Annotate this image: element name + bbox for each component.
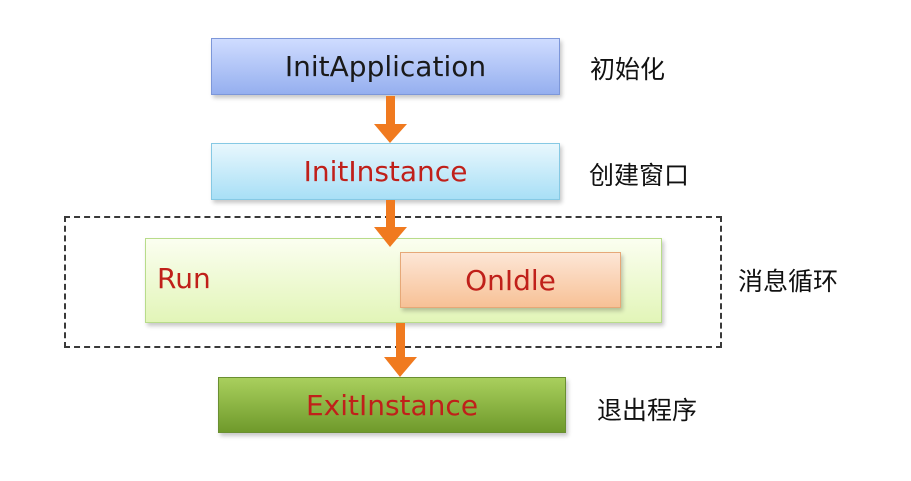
onidle-label: OnIdle [465, 263, 556, 297]
run-label: Run [157, 262, 211, 295]
note-initialize: 初始化 [590, 55, 666, 84]
note-create-window: 创建窗口 [589, 161, 690, 190]
init-application-label: InitApplication [284, 50, 487, 83]
exit-instance-label: ExitInstance [305, 388, 479, 422]
init-application-box: InitApplication [211, 38, 560, 95]
arrow-initinstance-to-run [374, 200, 407, 247]
init-instance-box: InitInstance [211, 143, 560, 200]
exit-instance-box: ExitInstance [218, 377, 566, 433]
onidle-box: OnIdle [400, 252, 621, 308]
arrow-initapp-to-initinstance [374, 96, 407, 143]
arrow-run-to-exitinstance [384, 323, 417, 377]
note-exit-program: 退出程序 [597, 396, 698, 425]
note-message-loop: 消息循环 [738, 267, 839, 296]
init-instance-label: InitInstance [303, 155, 468, 188]
